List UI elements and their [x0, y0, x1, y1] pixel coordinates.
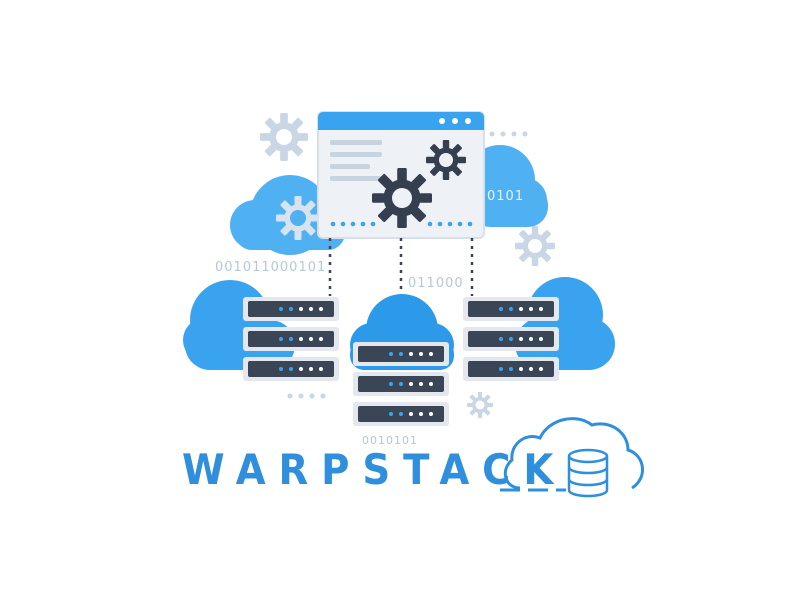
gear-icon: [515, 226, 555, 266]
binary-label-bottom: 0010101: [362, 434, 418, 447]
cloud-icon: [183, 280, 295, 370]
binary-label-center: 011000: [408, 276, 464, 291]
connector-lines: [328, 238, 474, 296]
gear-icon: [426, 140, 466, 180]
server-rack-icon: [463, 297, 559, 381]
cloud-database-logo: [500, 417, 644, 498]
decorative-dots: [287, 131, 528, 399]
brand-name: WARPSTACK: [182, 445, 567, 494]
binary-label-right: 0101: [487, 189, 524, 204]
cloud-icon: [515, 277, 615, 370]
gear-icon: [467, 392, 493, 418]
database-icon: [567, 448, 609, 498]
binary-label-left: 001011000101: [215, 260, 326, 275]
browser-window-icon: [317, 111, 485, 239]
server-rack-icon: [243, 297, 339, 381]
gear-icon: [372, 168, 432, 228]
gear-icon: [276, 196, 320, 240]
server-rack-icon: [353, 342, 449, 426]
gear-icon: [260, 113, 308, 161]
